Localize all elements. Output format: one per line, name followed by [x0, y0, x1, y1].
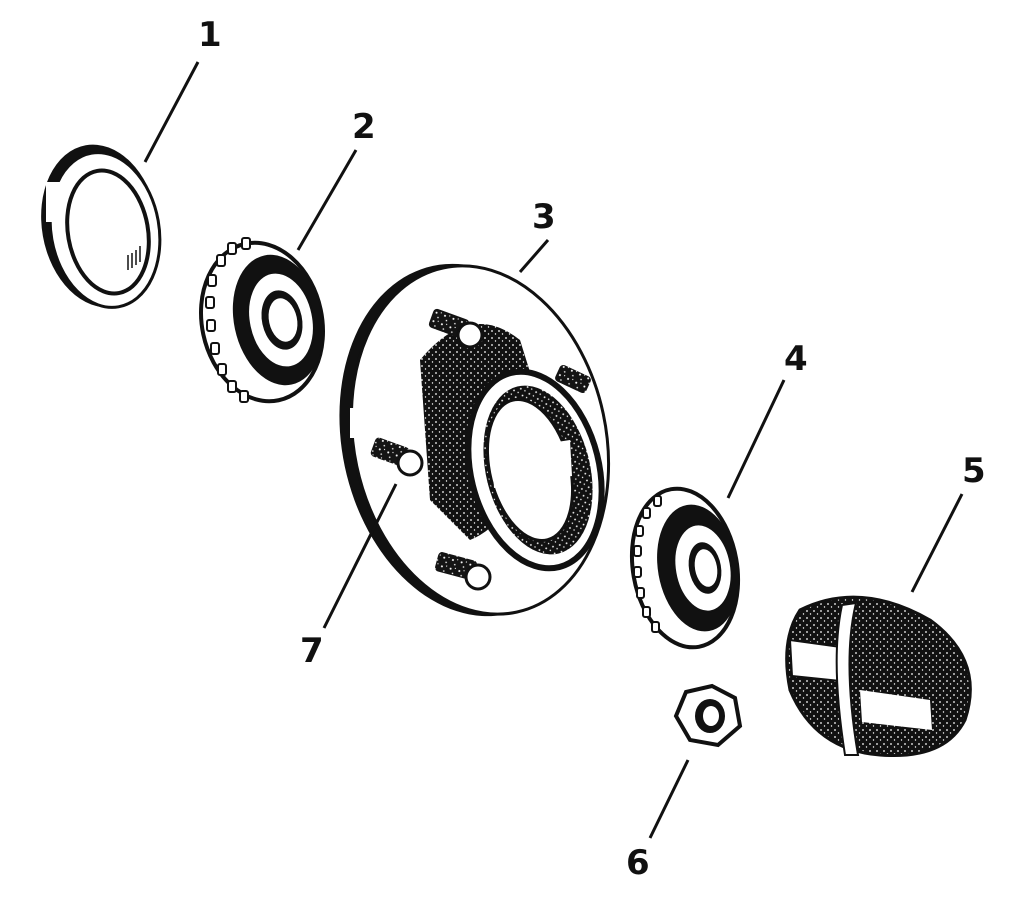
leader-lines	[143, 61, 964, 839]
leader-line-4	[726, 379, 786, 499]
leader-line-7	[322, 483, 398, 629]
part-5-dust-cap	[785, 595, 972, 758]
callout-7: 7	[300, 631, 324, 671]
leader-line-3	[518, 239, 550, 273]
part-7-wheel-studs	[370, 308, 591, 591]
part-3-wheel-hub	[339, 263, 611, 617]
stud-right	[555, 364, 591, 394]
leader-line-1	[143, 61, 200, 163]
part-2-inner-bearing	[198, 237, 326, 404]
callout-2: 2	[352, 107, 376, 147]
callout-3: 3	[532, 197, 556, 237]
stud-upper	[428, 308, 484, 349]
stud-left	[370, 437, 424, 477]
stud-lower	[434, 552, 492, 591]
callout-1: 1	[198, 15, 222, 55]
part-6-hex-nut	[673, 683, 743, 748]
part-4-outer-bearing	[629, 486, 741, 650]
callout-5: 5	[962, 451, 986, 491]
callout-4: 4	[784, 339, 808, 379]
part-1-bearing-cup	[41, 144, 162, 309]
leader-line-6	[648, 759, 690, 839]
leader-line-5	[910, 493, 964, 593]
callout-6: 6	[626, 843, 650, 883]
leader-line-2	[296, 149, 358, 251]
